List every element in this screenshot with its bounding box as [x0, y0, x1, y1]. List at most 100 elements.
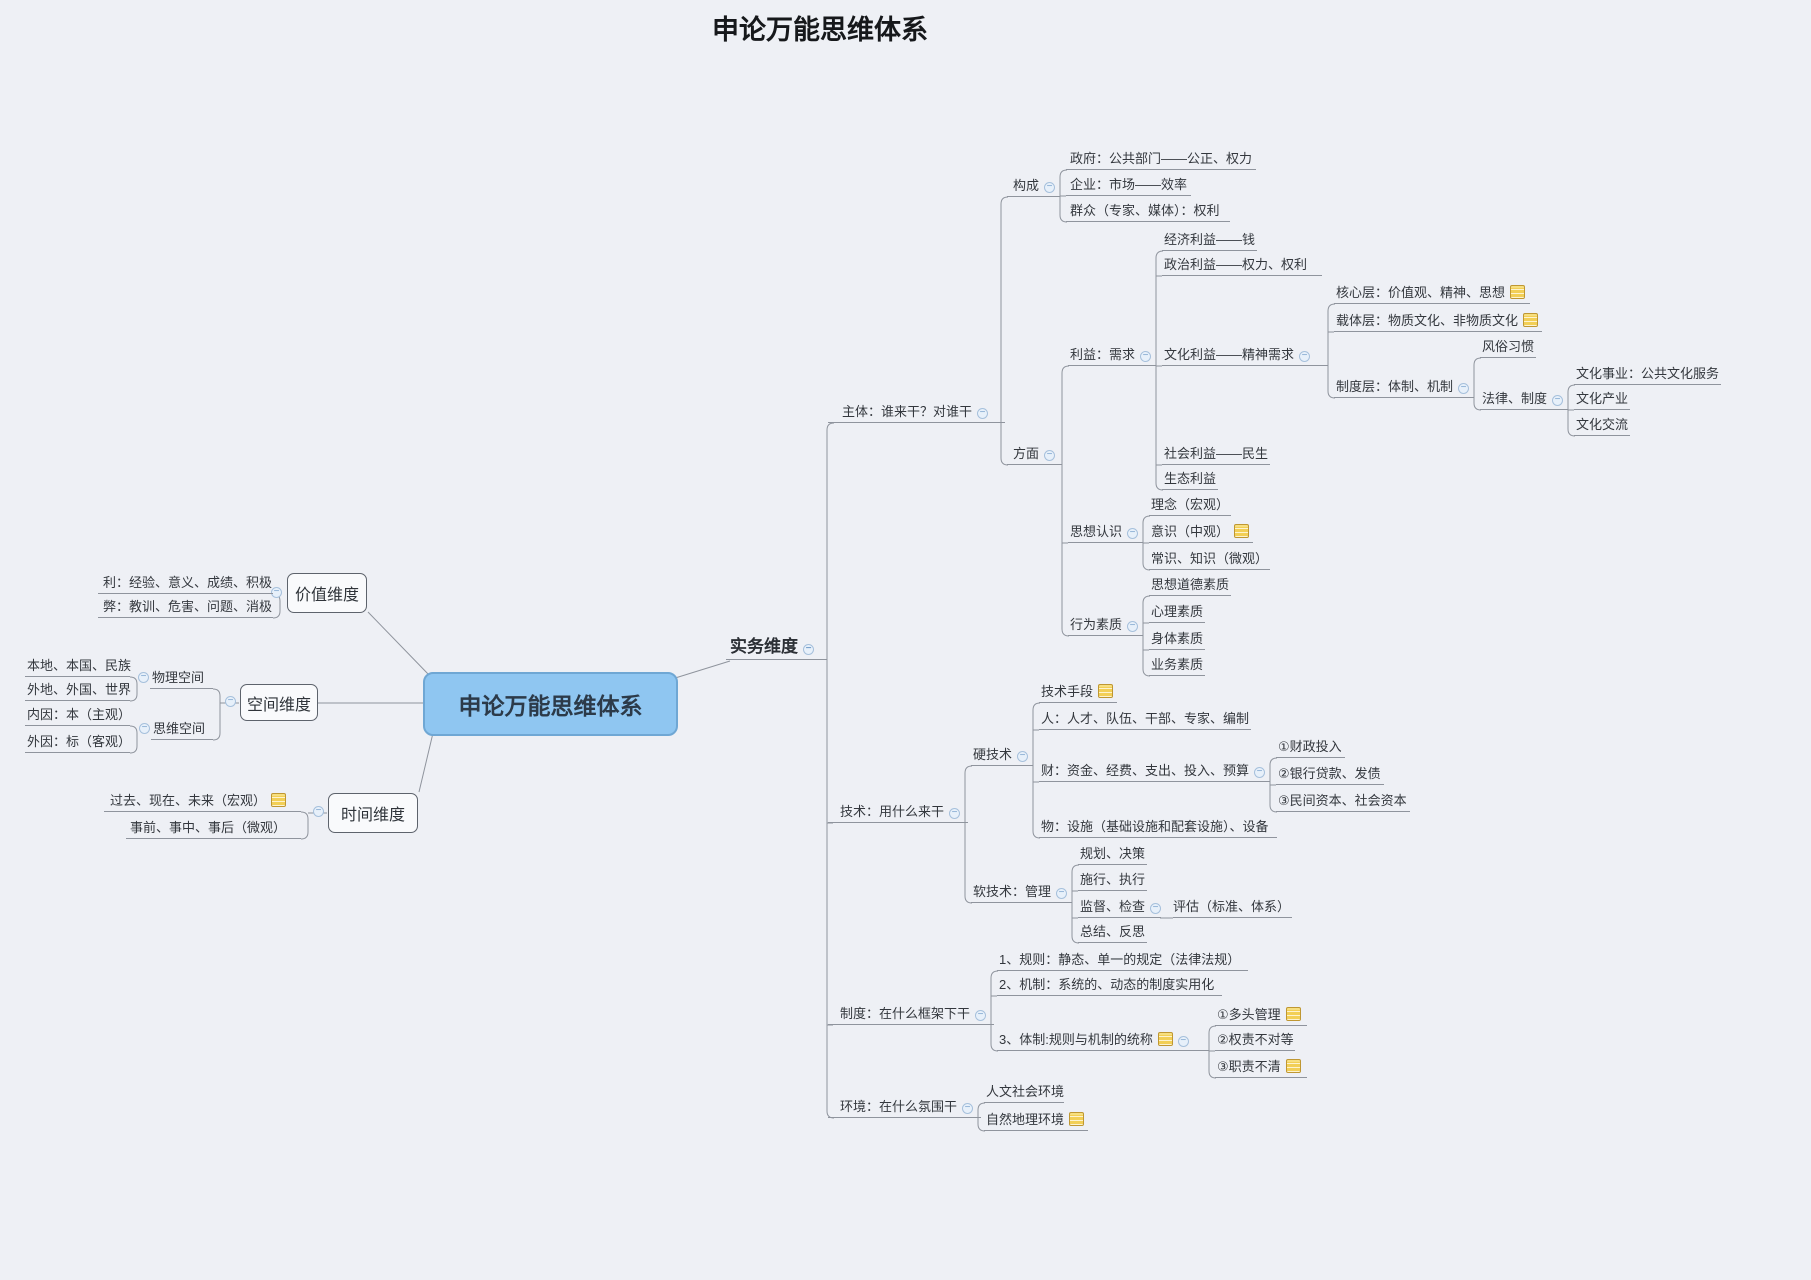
- topic-tech-means[interactable]: 技术手段: [1039, 681, 1117, 703]
- topic-technology[interactable]: 技术：用什么来干: [828, 801, 968, 823]
- topic-core-layer[interactable]: 核心层：价值观、精神、思想: [1334, 282, 1530, 304]
- topic-fiscal-input[interactable]: ①财政投入: [1276, 736, 1345, 758]
- topic-law-system[interactable]: 法律、制度: [1480, 388, 1568, 410]
- topic-people[interactable]: 人：人才、队伍、干部、专家、编制: [1039, 708, 1251, 730]
- topic-composition[interactable]: 构成: [1007, 175, 1060, 197]
- collapse-icon[interactable]: [1177, 1036, 1189, 1047]
- collapse-icon[interactable]: [1140, 351, 1152, 362]
- topic-hard-tech[interactable]: 硬技术: [971, 744, 1033, 766]
- topic-customs[interactable]: 风俗习惯: [1480, 336, 1536, 358]
- topic-behavior-quality[interactable]: 行为素质: [1068, 614, 1143, 636]
- topic-ideology[interactable]: 思想认识: [1068, 521, 1143, 543]
- topic-value-pros[interactable]: 利：经验、意义、成绩、积极: [98, 572, 273, 594]
- topic-psychological-quality[interactable]: 心理素质: [1149, 601, 1205, 623]
- note-icon[interactable]: [1157, 1032, 1173, 1046]
- topic-knowledge-micro[interactable]: 常识、知识（微观）: [1149, 548, 1270, 570]
- topic-summary[interactable]: 总结、反思: [1078, 921, 1147, 943]
- collapse-icon[interactable]: [803, 644, 814, 655]
- topic-institution-layer[interactable]: 制度层：体制、机制: [1334, 376, 1474, 398]
- topic-subject[interactable]: 主体：谁来干？对谁干: [828, 401, 1005, 423]
- topic-external-foreign-world[interactable]: 外地、外国、世界: [25, 679, 131, 701]
- collapse-icon[interactable]: [1056, 888, 1068, 899]
- topic-evaluation[interactable]: 评估（标准、体系）: [1173, 896, 1292, 918]
- topic-multi-management[interactable]: ①多头管理: [1215, 1004, 1307, 1026]
- topic-material[interactable]: 物：设施（基础设施和配套设施）、设备: [1039, 816, 1277, 838]
- topic-institution[interactable]: 制度：在什么框架下干: [828, 1003, 994, 1025]
- topic-social-interest[interactable]: 社会利益——民生: [1162, 443, 1270, 465]
- note-icon[interactable]: [1285, 1007, 1301, 1021]
- topic-planning[interactable]: 规划、决策: [1078, 843, 1147, 865]
- topic-concept-macro[interactable]: 理念（宏观）: [1149, 494, 1231, 516]
- collapse-icon[interactable]: [962, 1103, 974, 1114]
- note-icon[interactable]: [1098, 684, 1114, 698]
- collapse-icon[interactable]: [1127, 528, 1139, 539]
- collapse-icon[interactable]: [949, 808, 961, 819]
- topic-local-national-ethnic[interactable]: 本地、本国、民族: [25, 655, 131, 677]
- topic-political-interest[interactable]: 政治利益——权力、权利: [1162, 254, 1322, 276]
- topic-power-mismatch[interactable]: ②权责不对等: [1215, 1029, 1295, 1051]
- topic-consciousness-meso[interactable]: 意识（中观）: [1149, 521, 1253, 543]
- topic-cultural-industry[interactable]: 文化产业: [1574, 388, 1630, 410]
- topic-thinking-space[interactable]: 思维空间: [151, 718, 213, 740]
- topic-bank-loans[interactable]: ②银行贷款、发债: [1276, 763, 1384, 785]
- topic-rules[interactable]: 1、规则：静态、单一的规定（法律法规）: [997, 949, 1248, 971]
- topic-physical-space[interactable]: 物理空间: [150, 667, 213, 689]
- topic-moral-quality[interactable]: 思想道德素质: [1149, 574, 1231, 596]
- topic-external-cause[interactable]: 外因：标（客观）: [25, 731, 131, 753]
- topic-value-cons[interactable]: 弊：教训、危害、问题、消极: [98, 596, 273, 618]
- collapse-icon[interactable]: [138, 672, 149, 683]
- topic-mechanism[interactable]: 2、机制：系统的、动态的制度实用化: [997, 974, 1222, 996]
- note-icon[interactable]: [1234, 524, 1250, 538]
- topic-practical-dimension[interactable]: 实务维度: [726, 634, 827, 660]
- topic-economic-interest[interactable]: 经济利益——钱: [1162, 229, 1257, 251]
- collapse-icon[interactable]: [271, 587, 282, 598]
- topic-government[interactable]: 政府：公共部门——公正、权力: [1066, 148, 1256, 170]
- topic-space-dimension[interactable]: 空间维度: [240, 684, 318, 721]
- collapse-icon[interactable]: [1127, 621, 1139, 632]
- note-icon[interactable]: [1069, 1112, 1085, 1126]
- collapse-icon[interactable]: [139, 723, 150, 734]
- collapse-icon[interactable]: [225, 696, 236, 707]
- collapse-icon[interactable]: [1299, 351, 1311, 362]
- note-icon[interactable]: [1523, 313, 1539, 327]
- collapse-icon[interactable]: [1044, 450, 1056, 461]
- topic-professional-quality[interactable]: 业务素质: [1149, 654, 1205, 676]
- topic-unclear-duties[interactable]: ③职责不清: [1215, 1056, 1307, 1078]
- topic-aspects[interactable]: 方面: [1007, 443, 1062, 465]
- topic-cultural-exchange[interactable]: 文化交流: [1574, 414, 1630, 436]
- topic-private-capital[interactable]: ③民间资本、社会资本: [1276, 790, 1410, 812]
- topic-natural-env[interactable]: 自然地理环境: [984, 1109, 1088, 1131]
- topic-masses[interactable]: 群众（专家、媒体）：权利: [1066, 200, 1230, 222]
- central-topic[interactable]: 申论万能思维体系: [423, 672, 678, 736]
- topic-macro-time[interactable]: 过去、现在、未来（宏观）: [104, 790, 301, 812]
- topic-physical-quality[interactable]: 身体素质: [1149, 628, 1205, 650]
- note-icon[interactable]: [1285, 1059, 1301, 1073]
- topic-interests[interactable]: 利益：需求: [1068, 344, 1156, 366]
- topic-micro-time[interactable]: 事前、事中、事后（微观）: [126, 817, 301, 839]
- collapse-icon[interactable]: [975, 1010, 987, 1021]
- topic-cultural-interest[interactable]: 文化利益——精神需求: [1162, 344, 1328, 366]
- note-icon[interactable]: [1510, 285, 1526, 299]
- collapse-icon[interactable]: [1150, 903, 1162, 914]
- topic-social-env[interactable]: 人文社会环境: [984, 1081, 1064, 1103]
- topic-implementation[interactable]: 施行、执行: [1078, 869, 1147, 891]
- collapse-icon[interactable]: [1552, 395, 1564, 406]
- topic-internal-cause[interactable]: 内因：本（主观）: [25, 704, 131, 726]
- collapse-icon[interactable]: [1254, 767, 1266, 778]
- topic-cultural-undertaking[interactable]: 文化事业：公共文化服务: [1574, 363, 1721, 385]
- topic-supervision[interactable]: 监督、检查: [1078, 896, 1162, 918]
- topic-soft-tech[interactable]: 软技术：管理: [971, 881, 1072, 903]
- topic-ecological-interest[interactable]: 生态利益: [1162, 468, 1218, 490]
- collapse-icon[interactable]: [1044, 182, 1056, 193]
- collapse-icon[interactable]: [313, 806, 324, 817]
- topic-system[interactable]: 3、体制:规则与机制的统称: [997, 1029, 1209, 1051]
- topic-finance[interactable]: 财：资金、经费、支出、投入、预算: [1039, 760, 1270, 782]
- topic-value-dimension[interactable]: 价值维度: [287, 573, 367, 613]
- topic-time-dimension[interactable]: 时间维度: [328, 793, 418, 833]
- collapse-icon[interactable]: [1017, 751, 1029, 762]
- collapse-icon[interactable]: [977, 408, 989, 419]
- note-icon[interactable]: [271, 793, 287, 807]
- topic-carrier-layer[interactable]: 载体层：物质文化、非物质文化: [1334, 310, 1542, 332]
- topic-enterprise[interactable]: 企业：市场——效率: [1066, 174, 1191, 196]
